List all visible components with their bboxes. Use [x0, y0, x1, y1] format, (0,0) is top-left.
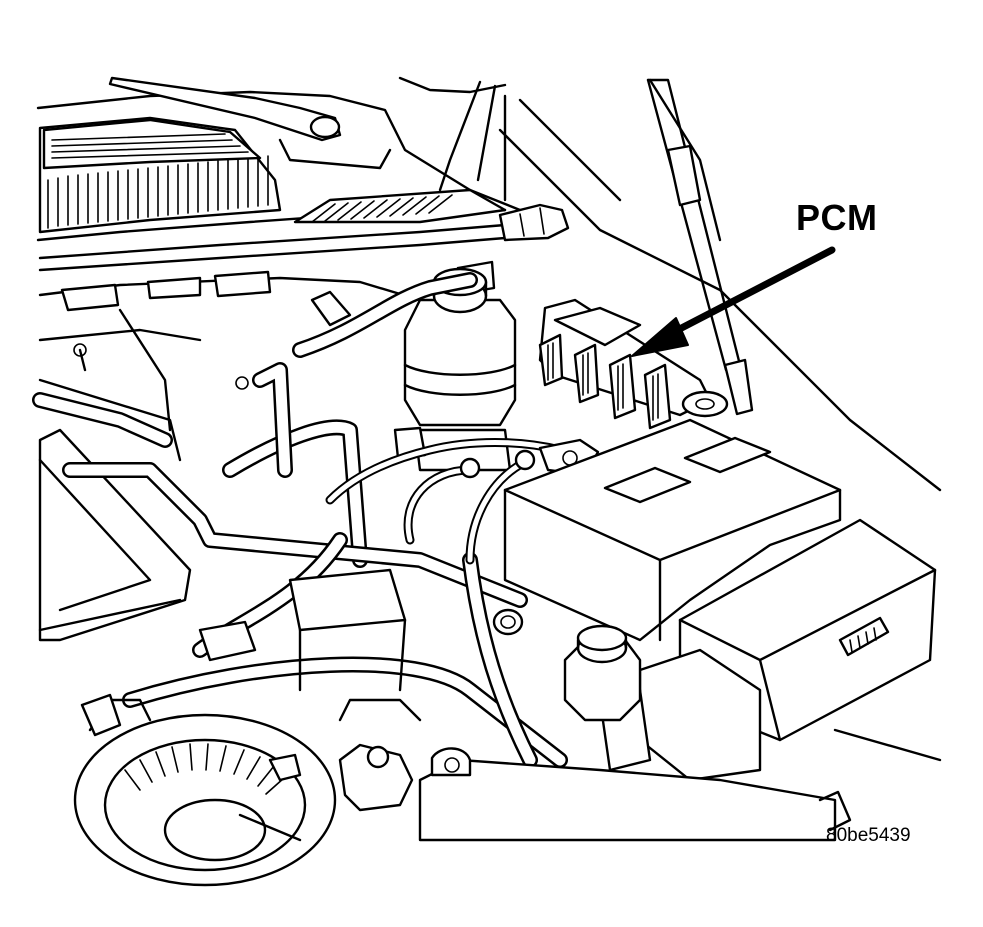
strut-mount: [563, 624, 642, 722]
hood-prop-rod: [646, 78, 754, 416]
battery-cables: [325, 438, 600, 565]
cowl-vent-panel: [36, 76, 522, 242]
air-cleaner: [38, 428, 192, 642]
pcm-callout-arrow: [631, 246, 836, 357]
figure-id: 80be5439: [826, 825, 911, 846]
pcm-callout-label: PCM: [796, 197, 878, 238]
hose-fitting: [492, 608, 524, 636]
alternator: [73, 693, 337, 887]
engine-front: [198, 568, 852, 842]
pcm-module: [538, 298, 729, 430]
battery: [503, 418, 842, 642]
upper-line: [38, 203, 570, 272]
vacuum-hoses: [32, 272, 568, 768]
